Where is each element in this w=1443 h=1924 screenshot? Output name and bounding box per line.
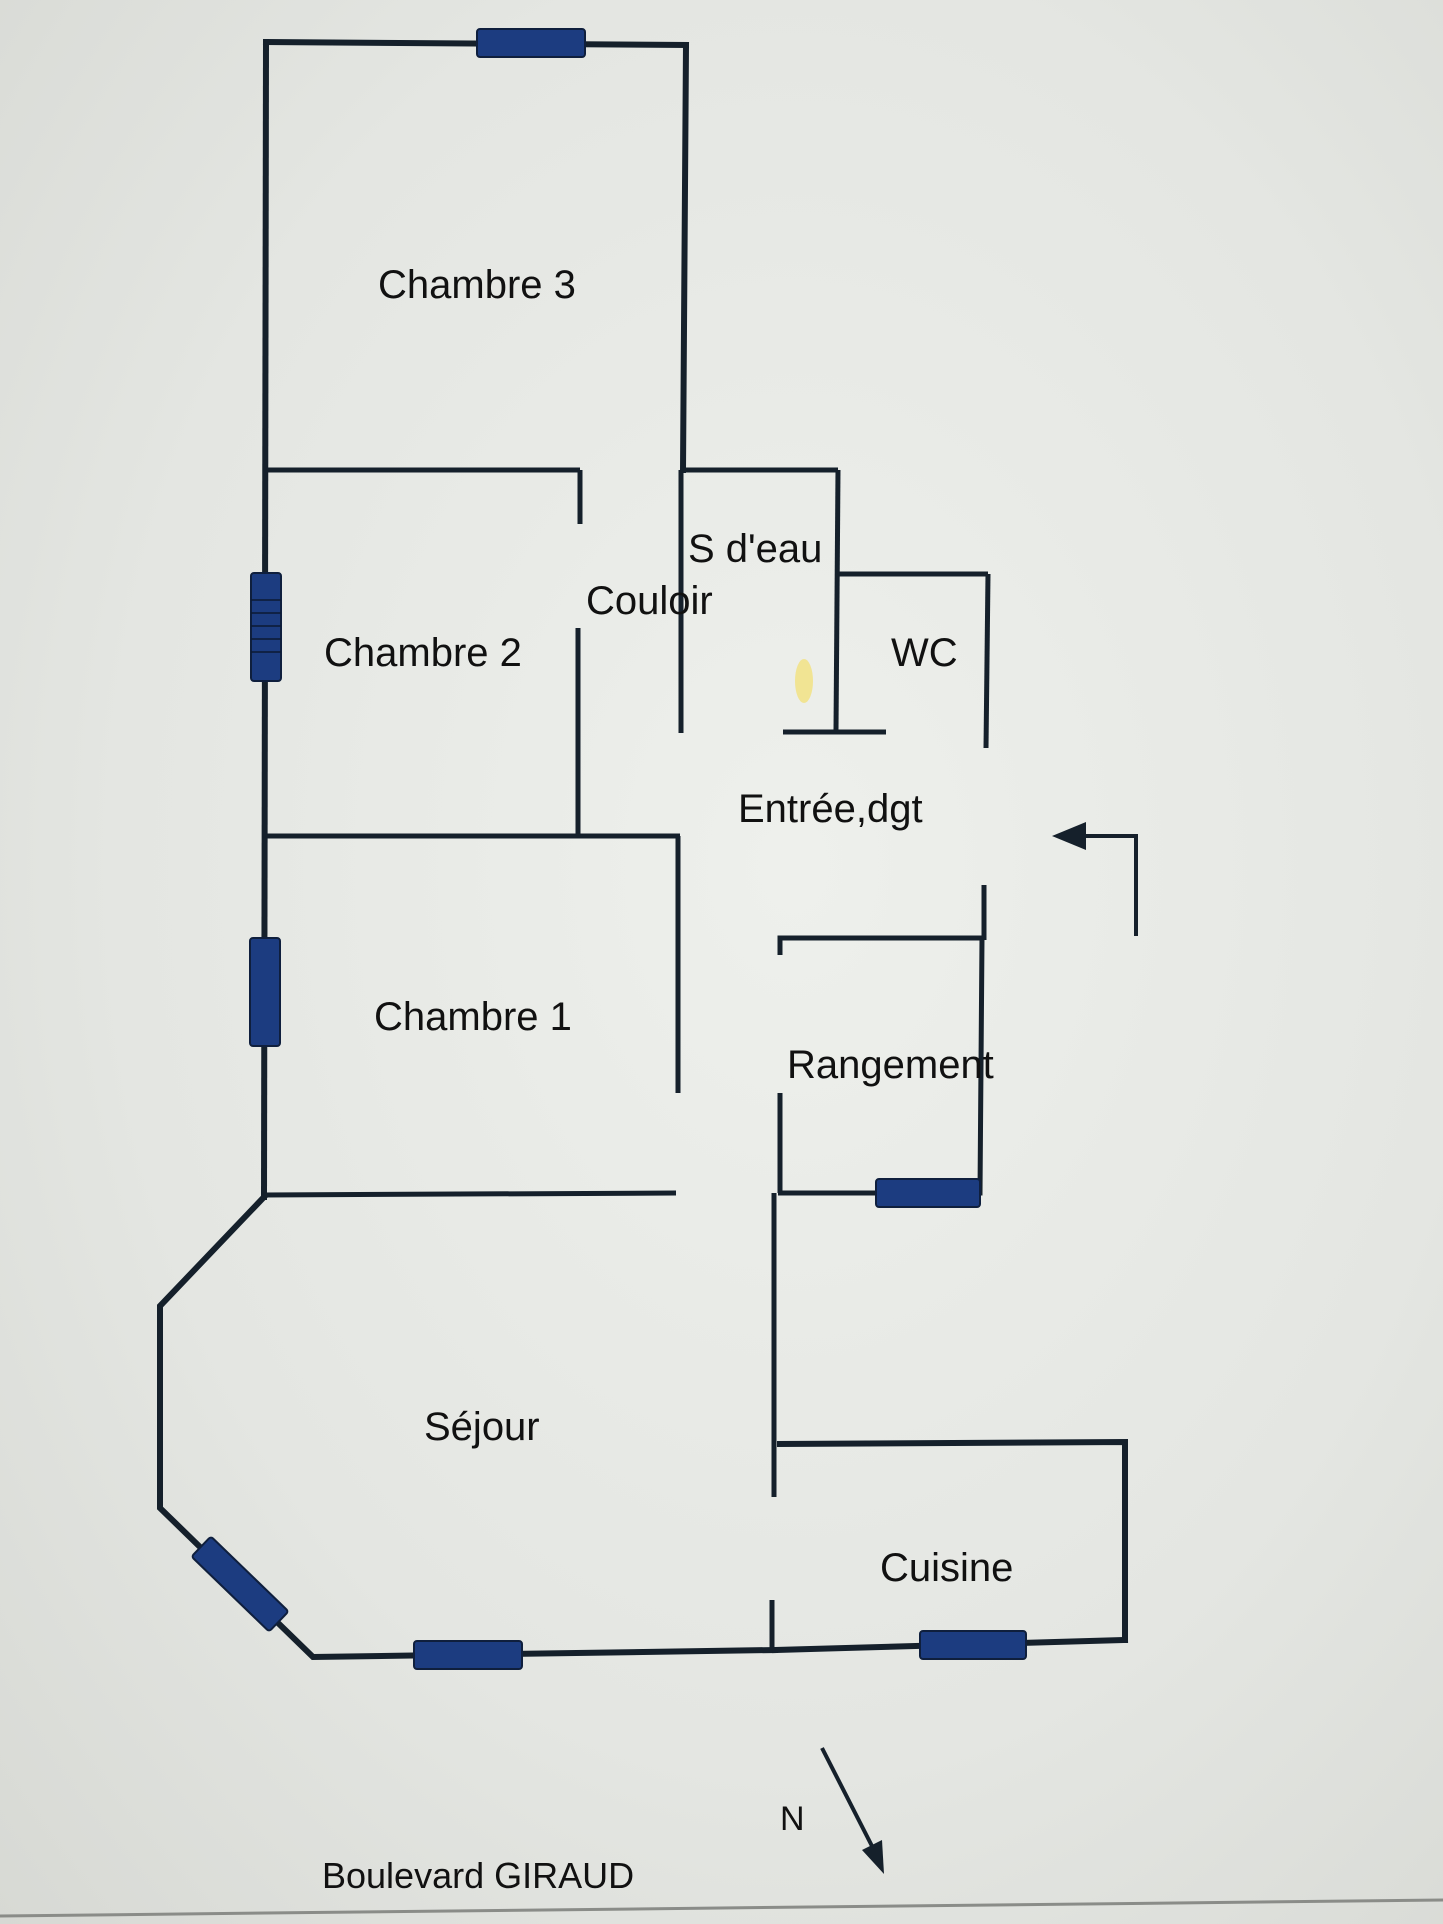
street-label: Boulevard GIRAUD xyxy=(322,1855,634,1896)
windows xyxy=(191,28,1027,1670)
window-sejour-bottom xyxy=(413,1640,523,1670)
label-rangement: Rangement xyxy=(787,1043,994,1087)
label-chambre-1: Chambre 1 xyxy=(374,995,572,1039)
window-chambre1 xyxy=(249,937,281,1047)
label-cuisine: Cuisine xyxy=(880,1546,1013,1590)
interior-walls xyxy=(263,467,991,1650)
exterior-walls xyxy=(157,38,1129,1661)
wall-cuisine xyxy=(776,1438,1128,1643)
label-couloir: Couloir xyxy=(586,579,713,623)
label-entree: Entrée,dgt xyxy=(738,787,923,831)
label-chambre-3: Chambre 3 xyxy=(378,263,576,307)
north-arrow-icon xyxy=(820,1747,884,1874)
label-wc: WC xyxy=(891,631,958,675)
screen-glare xyxy=(795,659,813,703)
wall-wc-right xyxy=(983,573,991,749)
wall-chambre3-right xyxy=(679,41,690,474)
window-chambre2 xyxy=(250,572,282,682)
label-sejour: Séjour xyxy=(424,1405,540,1449)
entrance-arrow-icon xyxy=(1052,822,1138,936)
wall-sdeau-wc xyxy=(833,469,841,731)
label-salle-d-eau: S d'eau xyxy=(688,527,822,571)
window-rangement xyxy=(875,1178,981,1208)
window-cuisine xyxy=(919,1630,1027,1660)
monitor-edge xyxy=(0,1898,1443,1918)
label-chambre-2: Chambre 2 xyxy=(324,631,522,675)
north-label: N xyxy=(780,1800,805,1838)
wall-ch1-sejour xyxy=(263,1190,677,1198)
window-chambre3 xyxy=(476,28,586,58)
window-sejour-bay xyxy=(191,1536,289,1632)
